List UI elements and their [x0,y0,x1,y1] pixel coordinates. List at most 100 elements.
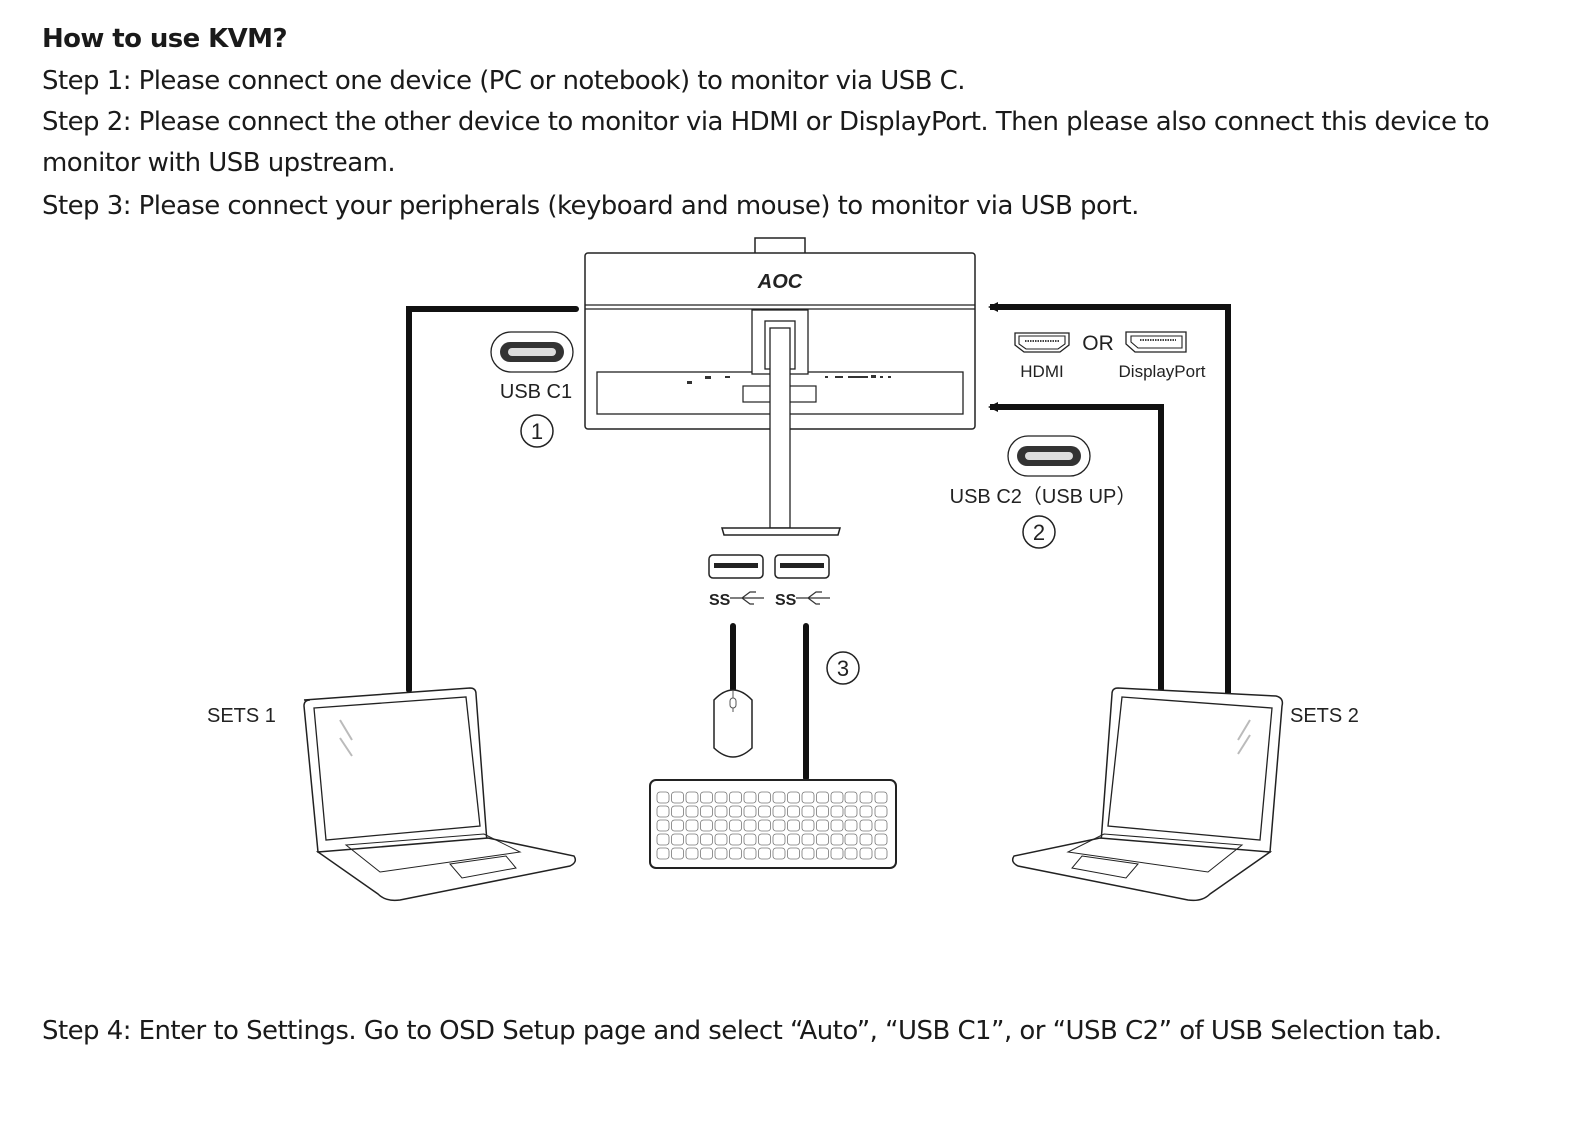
keyboard-key [772,833,786,846]
keyboard-key [859,805,873,818]
keyboard-key [743,791,757,804]
keyboard-key [671,791,684,804]
keyboard-key [859,819,873,832]
keyboard-key [729,833,742,846]
superspeed-usb-icon: SS [775,592,797,609]
step-1-marker [520,414,554,448]
keyboard-key [816,833,829,846]
keyboard-key [714,791,728,804]
keyboard-key [656,805,670,818]
hdmi-port-icon [1014,332,1070,353]
step-1-text: Step 1: Please connect one device (PC or… [42,66,966,96]
step-2-marker [1022,515,1056,549]
keyboard-key [685,791,699,804]
monitor-illustration: AOC [584,237,976,536]
keyboard-key [656,847,670,860]
keyboard-key [844,833,858,846]
keyboard-key [685,847,699,860]
keyboard-key [656,819,670,832]
page-title: How to use KVM? [42,24,288,54]
step-4-text: Step 4: Enter to Settings. Go to OSD Set… [42,1016,1442,1046]
laptop-sets1-icon [303,687,577,902]
keyboard-key [830,833,844,846]
keyboard-key [801,791,815,804]
keyboard-key [816,847,829,860]
keyboard-key [787,847,800,860]
keyboard-key [844,791,858,804]
keyboard-key [859,847,873,860]
displayport-label: DisplayPort [1119,362,1206,381]
usb-a-port-icon [708,554,764,579]
keyboard-key [772,805,786,818]
keyboard-key [874,847,888,860]
step-2-text-continued: monitor with USB upstream. [42,148,396,178]
keyboard-key [816,805,829,818]
superspeed-usb-icon: SS [709,592,731,609]
keyboard-key [787,833,800,846]
keyboard-key [671,847,684,860]
keyboard-key [844,847,858,860]
keyboard-key [729,805,742,818]
keyboard-key [685,805,699,818]
keyboard-key [816,791,829,804]
keyboard-key [772,847,786,860]
keyboard-key [801,833,815,846]
keyboard-key [772,791,786,804]
step-2-text: Step 2: Please connect the other device … [42,107,1490,137]
keyboard-key [700,847,713,860]
usb-a-port-icon [774,554,830,579]
keyboard-key [714,819,728,832]
keyboard-key [729,791,742,804]
or-label: OR [1082,332,1114,355]
keyboard-key [874,805,888,818]
usb-c1-port-icon [490,331,574,373]
keyboard-key [671,833,684,846]
keyboard-key [801,819,815,832]
kvm-connection-diagram: AOC USB C1 1 OR HDMI [207,237,1359,902]
keyboard-key [801,805,815,818]
keyboard-key [859,791,873,804]
sets2-label: SETS 2 [1290,705,1359,727]
keyboard-key [844,805,858,818]
sets1-label: SETS 1 [207,705,276,727]
usb-c2-label: USB C2（USB UP） [950,485,1137,508]
aoc-logo: AOC [757,271,803,293]
keyboard-key [729,847,742,860]
keyboard-key [758,847,771,860]
keyboard-key [700,833,713,846]
keyboard-key [772,819,786,832]
keyboard-key [700,819,713,832]
keyboard-key [787,819,800,832]
keyboard-key [714,833,728,846]
keyboard-key [844,819,858,832]
mouse-icon [713,689,753,758]
keyboard-key [874,833,888,846]
keyboard-key [758,819,771,832]
keyboard-key [700,791,713,804]
keyboard-key [758,833,771,846]
cable-sets2-hdmi-dp [988,302,1231,693]
keyboard-key [743,847,757,860]
cable-sets1-usb-c1 [406,306,579,693]
keyboard-key [685,819,699,832]
keyboard-key [830,847,844,860]
keyboard-key [874,819,888,832]
usb-c2-port-icon [1007,435,1091,477]
step-1-number: 1 [531,419,543,444]
keyboard-key [671,819,684,832]
step-3-text: Step 3: Please connect your peripherals … [42,191,1139,221]
keyboard-key [874,791,888,804]
step-3-marker [826,651,860,685]
keyboard-key [714,847,728,860]
keyboard-key [671,805,684,818]
keyboard-key [656,833,670,846]
keyboard-key [656,791,670,804]
step-3-number: 3 [837,656,849,681]
laptop-sets2-icon [1011,687,1284,902]
step-2-number: 2 [1033,520,1045,545]
keyboard-key [685,833,699,846]
keyboard-key [714,805,728,818]
keyboard-key [830,819,844,832]
keyboard-key [758,791,771,804]
keyboard-key [830,805,844,818]
